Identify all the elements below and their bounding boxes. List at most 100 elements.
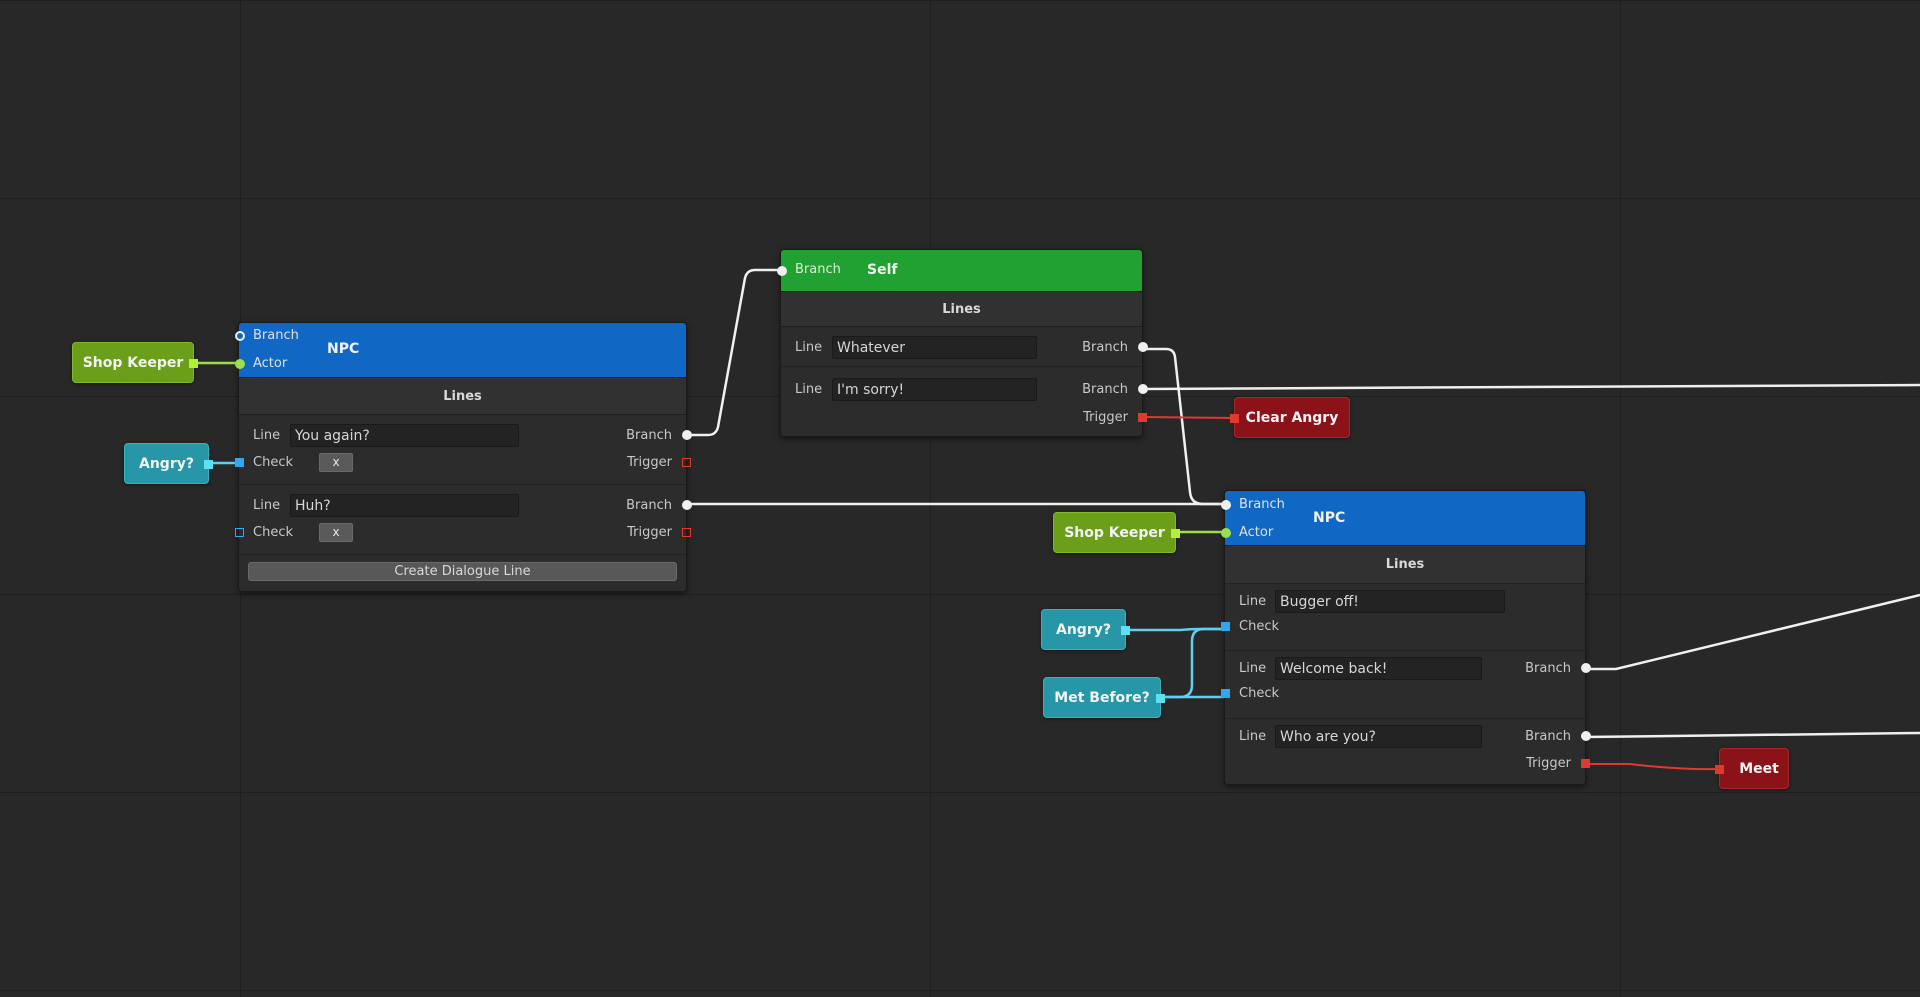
npc1-line2-check-in-port[interactable] [235, 528, 244, 537]
self-line1-branch-label: Branch [1082, 340, 1128, 355]
wire-self-trigger-clear-angry [1140, 416, 1235, 419]
shop-keeper-1-out-port[interactable] [189, 359, 198, 368]
self-lines-header: Lines [781, 291, 1142, 327]
clear-angry-in-port[interactable] [1230, 414, 1239, 423]
npc-node-2[interactable]: Branch Actor NPC Lines Line Bugger off! … [1221, 490, 1591, 785]
wire-npc1-line1-branch-to-self [685, 268, 780, 437]
self-node[interactable]: Branch Self Lines Line Whatever Branch L… [777, 249, 1148, 437]
npc1-actor-in-label: Actor [253, 356, 288, 371]
clear-angry-label: Clear Angry [1245, 409, 1339, 426]
shop-keeper-2-label: Shop Keeper [1064, 524, 1165, 541]
angry-node-2[interactable]: Angry? [1041, 609, 1130, 650]
npc2-line3-trigger-label: Trigger [1526, 756, 1571, 771]
npc1-line2-text-field[interactable]: Huh? [290, 494, 519, 517]
npc2-actor-in-label: Actor [1239, 525, 1274, 540]
self-branch-in-port[interactable] [777, 266, 787, 276]
npc2-line3-trigger-out-port[interactable] [1581, 759, 1590, 768]
meet-node[interactable]: Meet [1715, 748, 1789, 789]
npc2-actor-in-port[interactable] [1221, 528, 1231, 538]
angry-1-out-port[interactable] [204, 460, 213, 469]
npc2-line2-text-field[interactable]: Welcome back! [1275, 657, 1482, 680]
npc2-line-3: Line Who are you? Branch Trigger [1225, 719, 1591, 783]
npc1-line2-check-clear-button[interactable]: x [319, 523, 353, 542]
shop-keeper-node-2[interactable]: Shop Keeper [1053, 512, 1180, 553]
self-line2-branch-out-port[interactable] [1138, 384, 1148, 394]
npc1-lines-header: Lines [239, 377, 686, 415]
npc2-line3-text-field[interactable]: Who are you? [1275, 725, 1482, 748]
self-line-2: Line I'm sorry! Branch Trigger [781, 367, 1148, 431]
npc2-line2-branch-out-port[interactable] [1581, 663, 1591, 673]
npc-node-2-header[interactable]: Branch Actor NPC [1221, 491, 1585, 545]
npc1-line1-branch-out-port[interactable] [682, 430, 692, 440]
self-title: Self [867, 262, 898, 278]
angry-1-label: Angry? [139, 455, 194, 472]
npc2-line2-check-label: Check [1239, 686, 1279, 701]
npc1-title: NPC [327, 341, 360, 357]
npc2-line2-check-in-port[interactable] [1221, 689, 1230, 698]
wire-angry2-check [1126, 627, 1224, 632]
npc1-line-2: Line Huh? Branch Check x Trigger [235, 485, 692, 555]
npc1-line1-text-field[interactable]: You again? [290, 424, 519, 447]
self-branch-in-label: Branch [795, 262, 841, 277]
self-line1-text-field[interactable]: Whatever [832, 336, 1037, 359]
npc2-line3-line-label: Line [1239, 729, 1267, 744]
npc1-line2-check-label: Check [253, 525, 293, 540]
self-line2-trigger-out-port[interactable] [1138, 413, 1147, 422]
npc1-line1-trigger-label: Trigger [627, 455, 672, 470]
npc1-line2-branch-label: Branch [626, 498, 672, 513]
wire-self-line1-branch-to-npc2 [1141, 347, 1224, 506]
npc2-line1-check-label: Check [1239, 619, 1279, 634]
npc2-branch-in-port[interactable] [1221, 500, 1231, 510]
npc1-line1-check-in-port[interactable] [235, 458, 244, 467]
npc2-line2-branch-label: Branch [1525, 661, 1571, 676]
wire-self-line2-branch-offscreen [1140, 383, 1920, 391]
shop-keeper-2-out-port[interactable] [1171, 529, 1180, 538]
npc1-line1-branch-label: Branch [626, 428, 672, 443]
wire-npc2-line3-branch-offscreen [1583, 731, 1920, 739]
npc-node-1[interactable]: Branch Actor NPC Lines Line You again? B… [235, 322, 692, 592]
npc2-line1-check-in-port[interactable] [1221, 622, 1230, 631]
npc2-line1-text-field[interactable]: Bugger off! [1275, 590, 1505, 613]
wire-metbefore-check [1161, 627, 1224, 699]
npc1-line2-branch-out-port[interactable] [682, 500, 692, 510]
met-before-node[interactable]: Met Before? [1043, 677, 1165, 718]
shop-keeper-1-label: Shop Keeper [82, 354, 184, 371]
shop-keeper-node-1[interactable]: Shop Keeper [72, 342, 198, 383]
create-dialogue-line-button[interactable]: Create Dialogue Line [248, 562, 677, 581]
npc1-branch-in-port[interactable] [235, 331, 245, 341]
met-before-out-port[interactable] [1156, 694, 1165, 703]
npc1-line2-line-label: Line [253, 498, 281, 513]
npc1-line1-check-clear-button[interactable]: x [319, 453, 353, 472]
meet-label: Meet [1739, 760, 1779, 777]
npc1-line1-line-label: Line [253, 428, 281, 443]
npc2-line3-branch-label: Branch [1525, 729, 1571, 744]
npc1-line-1: Line You again? Branch Check x Trigger [235, 415, 692, 485]
self-line2-branch-label: Branch [1082, 382, 1128, 397]
npc1-line1-check-label: Check [253, 455, 293, 470]
self-line2-trigger-label: Trigger [1083, 410, 1128, 425]
meet-in-port[interactable] [1715, 765, 1724, 774]
self-line-1: Line Whatever Branch [781, 327, 1148, 367]
npc1-line2-trigger-out-port[interactable] [682, 528, 691, 537]
self-line1-branch-out-port[interactable] [1138, 342, 1148, 352]
self-line1-line-label: Line [795, 340, 823, 355]
angry-node-1[interactable]: Angry? [124, 443, 213, 484]
angry-2-out-port[interactable] [1121, 626, 1130, 635]
self-node-header[interactable]: Branch Self [777, 250, 1142, 291]
npc2-title: NPC [1313, 510, 1346, 526]
met-before-label: Met Before? [1054, 689, 1150, 706]
npc1-actor-in-port[interactable] [235, 359, 245, 369]
wire-npc2-trigger-meet [1584, 763, 1720, 771]
npc-node-1-header[interactable]: Branch Actor NPC [235, 323, 686, 377]
npc1-line2-trigger-label: Trigger [627, 525, 672, 540]
npc2-line3-branch-out-port[interactable] [1581, 731, 1591, 741]
npc2-line-1: Line Bugger off! Check [1221, 584, 1585, 651]
npc1-branch-in-label: Branch [253, 328, 299, 343]
npc1-line1-trigger-out-port[interactable] [682, 458, 691, 467]
wire-npc2-line2-branch-offscreen [1584, 593, 1920, 671]
npc2-line2-line-label: Line [1239, 661, 1267, 676]
clear-angry-node[interactable]: Clear Angry [1230, 397, 1350, 438]
npc2-lines-header: Lines [1225, 545, 1585, 584]
self-line2-line-label: Line [795, 382, 823, 397]
self-line2-text-field[interactable]: I'm sorry! [832, 378, 1037, 401]
